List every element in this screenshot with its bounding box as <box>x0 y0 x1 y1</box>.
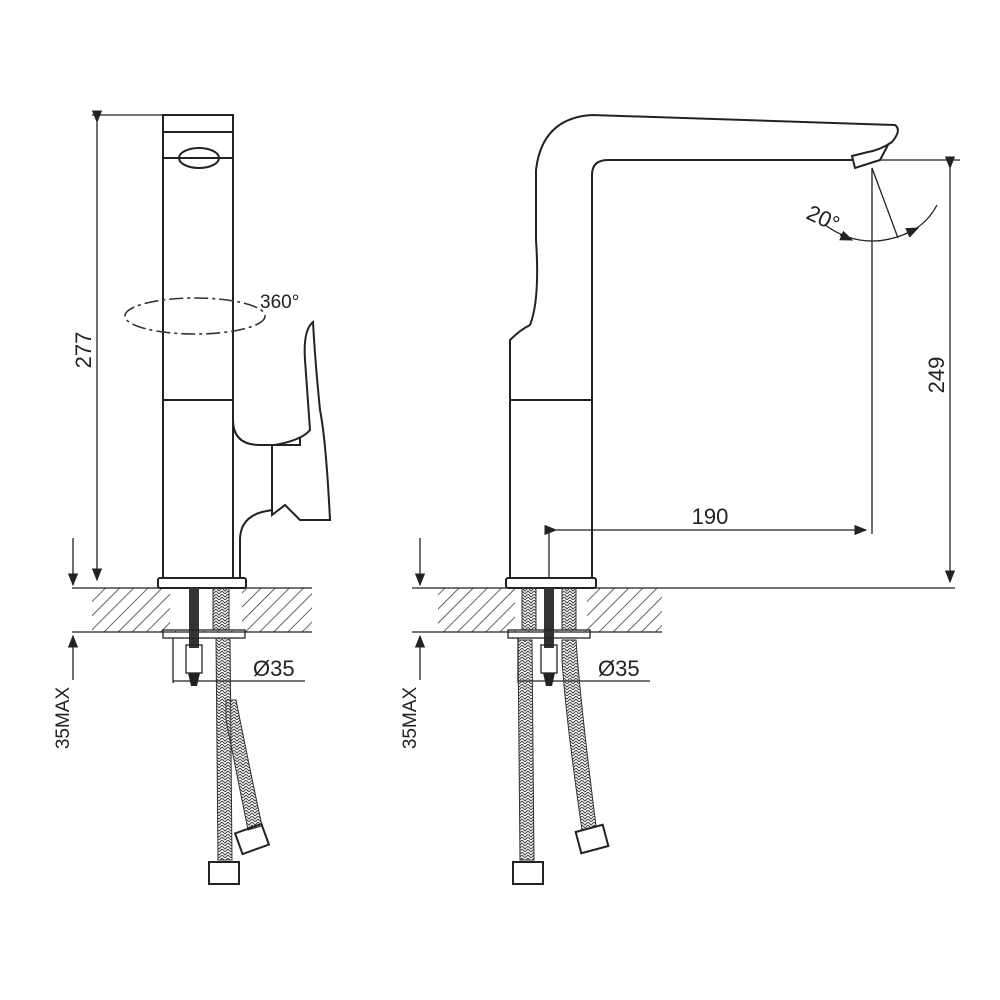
height-dimension-label: 277 <box>71 332 96 369</box>
hole-diameter-label: Ø35 <box>598 656 640 681</box>
hose-nut <box>208 861 240 885</box>
rotation-label: 360° <box>260 292 299 313</box>
hose-nut <box>233 822 271 856</box>
hole-diameter-label: Ø35 <box>253 656 295 681</box>
spout-height-label: 249 <box>924 357 949 394</box>
rotation-indicator <box>124 297 266 335</box>
spout-reach-label: 190 <box>692 504 729 529</box>
max-thickness-label: 35MAX <box>53 687 74 750</box>
water-hose <box>215 637 233 861</box>
faucet-body <box>162 114 234 579</box>
handle-lever <box>271 320 332 521</box>
aerator-icon <box>178 147 220 169</box>
base-plate <box>505 577 597 589</box>
front-view: 20° 249 190 35MAX Ø35 <box>400 113 960 885</box>
max-thickness-label: 35MAX <box>400 687 421 750</box>
hose-nut <box>574 823 610 855</box>
water-hose <box>561 639 597 831</box>
spout <box>509 113 899 578</box>
base-plate <box>157 577 247 589</box>
swivel-angle-label: 20° <box>803 200 844 237</box>
water-hose <box>517 639 535 861</box>
side-view: 360° 277 35MAX Ø35 <box>53 110 332 885</box>
hose-nut <box>512 861 544 885</box>
